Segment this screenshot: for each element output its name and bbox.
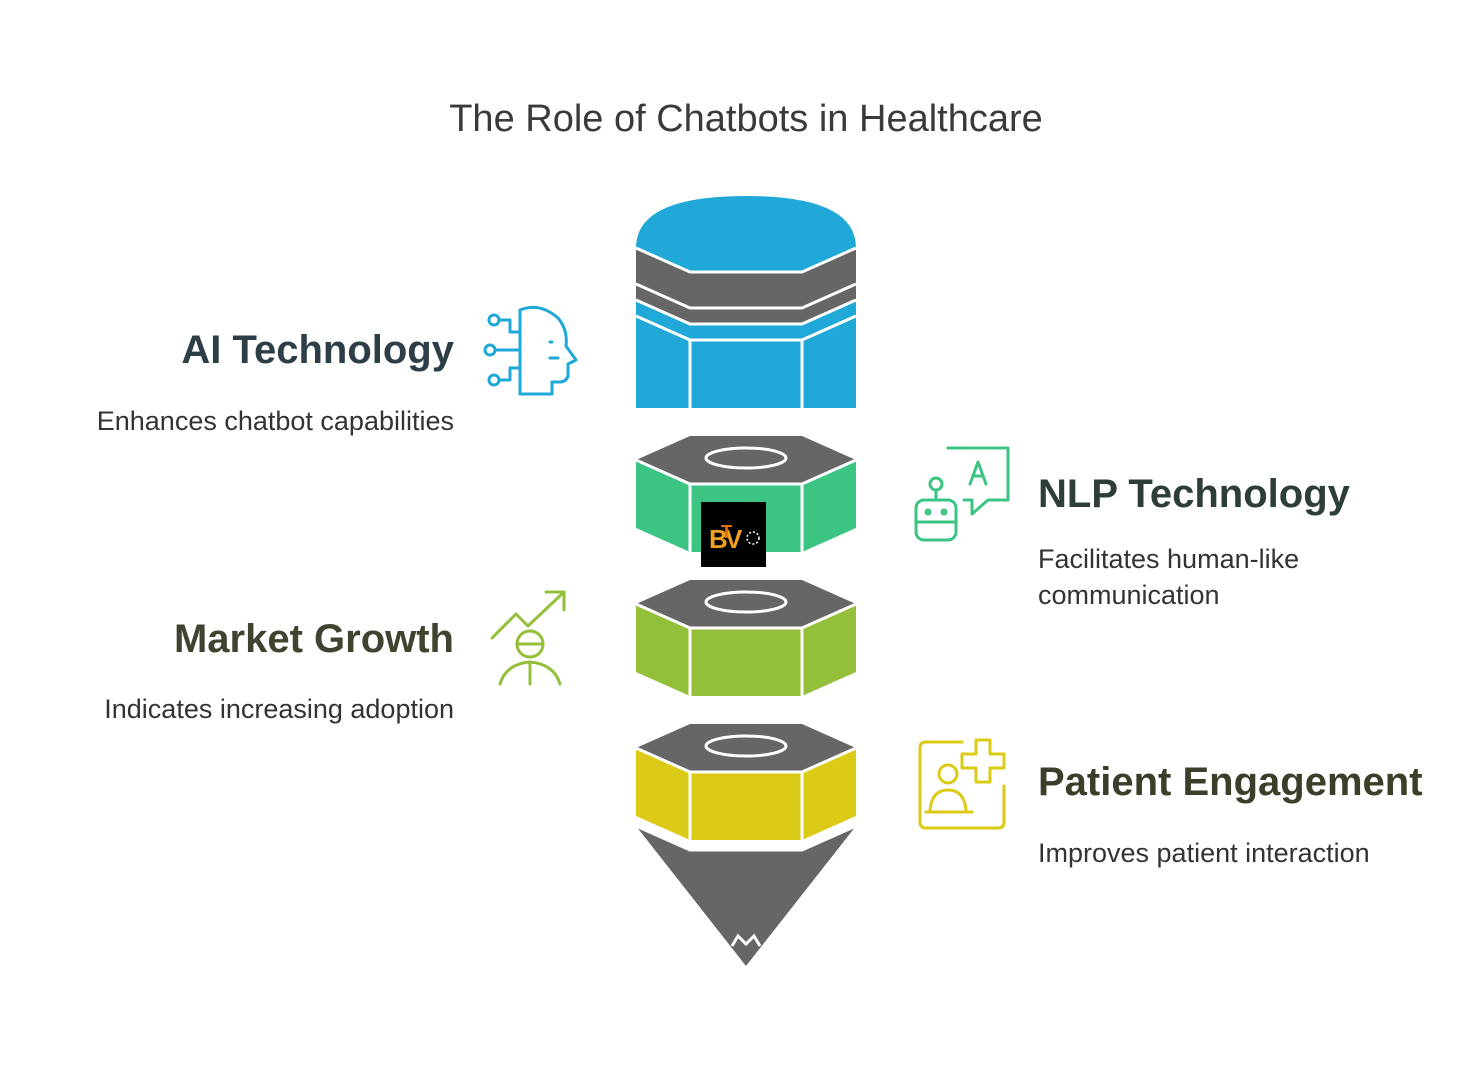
nlp-description: Facilitates human-like communication: [1038, 544, 1300, 610]
svg-text:T: T: [721, 522, 732, 542]
growth-person-icon: [488, 588, 568, 693]
patient-plus-icon: [916, 734, 1012, 839]
nlp-heading: NLP Technology: [1038, 472, 1350, 516]
ai-head-icon: [480, 302, 580, 403]
layered-stack: [635, 196, 857, 966]
ai-description: Enhances chatbot capabilities: [96, 406, 454, 436]
patient-description: Improves patient interaction: [1038, 838, 1370, 868]
chatbot-icon: [912, 444, 1012, 549]
market-heading: Market Growth: [173, 617, 454, 661]
market-layer: [635, 580, 857, 696]
funnel-tip: [635, 824, 857, 966]
patient-heading: Patient Engagement: [1038, 760, 1423, 804]
btv-logo-icon: B V T: [701, 502, 766, 567]
diagram-title: The Role of Chatbots in Healthcare: [449, 98, 1043, 140]
market-description: Indicates increasing adoption: [104, 694, 454, 724]
svg-text:V: V: [725, 524, 743, 554]
ai-layer: [635, 196, 857, 408]
svg-text:B: B: [709, 524, 728, 554]
ai-heading: AI Technology: [181, 328, 454, 372]
patient-layer: [635, 724, 857, 840]
